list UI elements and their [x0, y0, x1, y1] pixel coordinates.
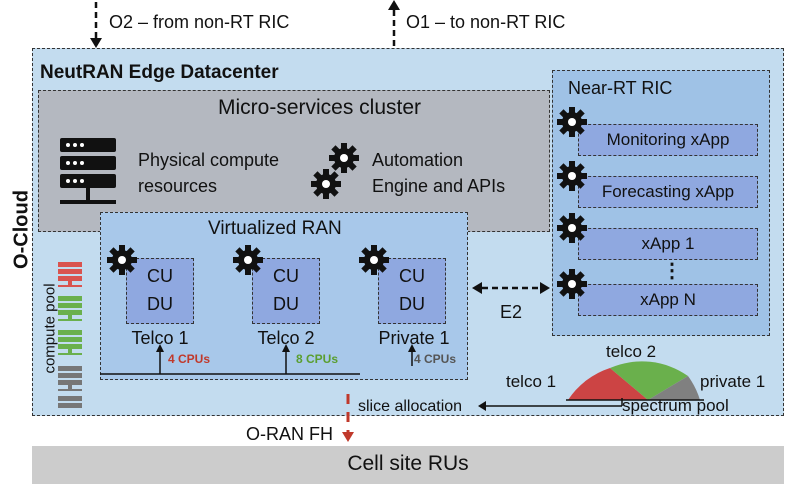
e2-arrow [472, 282, 550, 294]
cu-label: CU [399, 266, 425, 286]
xapp-box-monitoring [578, 124, 758, 156]
spectrum-pool-chart [566, 361, 704, 401]
cpu-label-telco1: 4 CPUs [168, 352, 211, 366]
e2-label: E2 [500, 302, 523, 322]
xapp-ellipsis: ⋮ [662, 260, 682, 282]
automation-line1: Automation [372, 150, 464, 170]
o2-arrow [90, 2, 102, 48]
spectrum-slice-private1 [648, 376, 700, 400]
cudu-box-telco1 [126, 258, 194, 324]
spectrum-label-telco2: telco 2 [606, 342, 657, 361]
microservices-title: Micro-services cluster [218, 96, 422, 119]
du-label: DU [273, 294, 299, 314]
cpu-allocation-lines [100, 344, 416, 375]
cu-label: CU [147, 266, 173, 286]
xapp-label-forecasting: Forecasting xApp [601, 182, 735, 201]
spectrum-slice-telco1 [568, 368, 648, 400]
spectrum-label-telco1: telco 1 [506, 372, 557, 391]
cell-site-bar [32, 446, 784, 484]
du-label: DU [399, 294, 425, 314]
tenant-name-telco1: Telco 1 [131, 328, 189, 348]
compute-pool-icon [58, 262, 82, 408]
spectrum-slice-telco2 [610, 361, 688, 400]
tenant-name-private1: Private 1 [378, 328, 450, 348]
fronthaul-arrow [342, 394, 354, 442]
o1-label: O1 – to non-RT RIC [406, 12, 566, 32]
xapp-box-forecasting [578, 176, 758, 208]
physical-compute-line1: Physical compute [138, 150, 280, 170]
slice-allocation-label: slice allocation [358, 398, 463, 415]
cell-site-label: Cell site RUs [347, 452, 469, 475]
cpu-label-telco2: 8 CPUs [296, 352, 339, 366]
tenant-name-telco2: Telco 2 [257, 328, 315, 348]
du-label: DU [147, 294, 173, 314]
slice-allocation-arrow [478, 398, 623, 411]
microservices-box [38, 90, 550, 232]
cudu-box-private1 [378, 258, 446, 324]
ocloud-label: O-Cloud [10, 190, 33, 269]
ric-title: Near-RT RIC [568, 78, 673, 98]
cu-label: CU [273, 266, 299, 286]
datacenter-title: NeutRAN Edge Datacenter [40, 62, 279, 83]
physical-compute-line2: resources [138, 176, 218, 196]
server-icon [60, 138, 116, 204]
cudu-box-telco2 [252, 258, 320, 324]
xapp-label-n: xApp N [640, 290, 696, 309]
vran-title: Virtualized RAN [208, 218, 342, 239]
fronthaul-label: O-RAN FH [246, 424, 333, 444]
cpu-label-private1: 4 CPUs [414, 352, 457, 366]
xapp-label-1: xApp 1 [641, 234, 695, 253]
spectrum-label-private1: private 1 [700, 372, 766, 391]
xapp-box-n [578, 284, 758, 316]
o1-arrow [388, 0, 400, 48]
spectrum-pool-label: spectrum pool [622, 396, 729, 415]
gear-icon [311, 169, 341, 199]
xapp-label-monitoring: Monitoring xApp [606, 130, 730, 149]
o2-label: O2 – from non-RT RIC [109, 12, 290, 32]
xapp-box-1 [578, 228, 758, 260]
automation-line2: Engine and APIs [372, 176, 506, 196]
